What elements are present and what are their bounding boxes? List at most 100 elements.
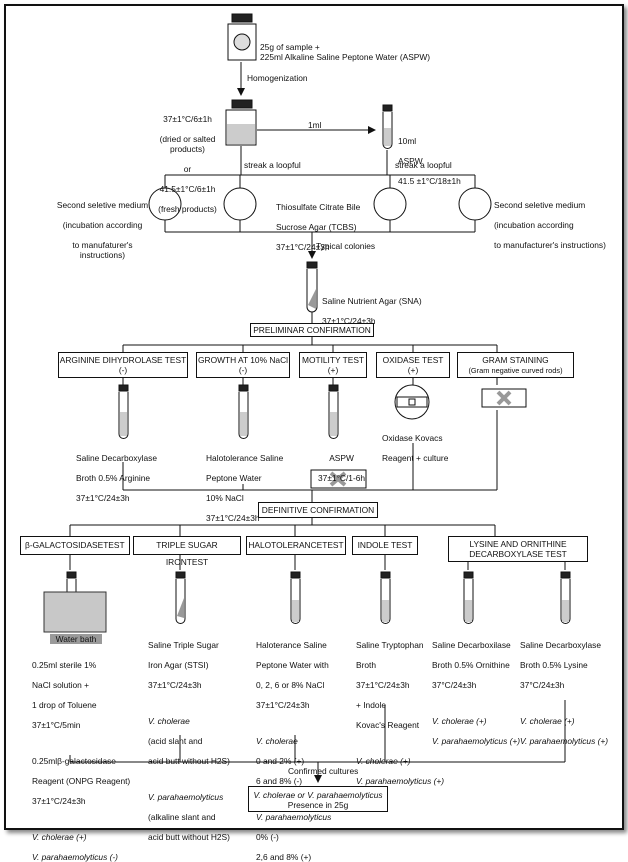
arg-l2: Broth 0.5% Arginine — [76, 473, 151, 483]
ind-l1: Saline Tryptophan — [356, 640, 424, 650]
prelim-motility-sign: (+) — [327, 365, 339, 375]
motility-media-text: ASPW 37±1°C/1-6h — [318, 443, 365, 483]
tsi-para: V. parahaemolyticus — [148, 792, 224, 802]
ht-l2: Peptone Water with — [256, 660, 329, 670]
gal-l1: 0.25ml sterile 1% — [32, 660, 97, 670]
halo-tube-icon — [238, 384, 249, 439]
arginine-tube-icon — [118, 384, 129, 439]
def-test-halo: HALOTOLERANCETEST — [246, 536, 346, 555]
enrichment-bottle-icon — [225, 99, 257, 146]
gal-l4: 37±1°C/5min — [32, 720, 81, 730]
e2-l1: 10ml — [398, 136, 417, 146]
halo-l1: Halotolerance Saline — [206, 453, 284, 463]
tsi-c2: acid butt without H2S) — [148, 756, 230, 766]
halo-l2: Peptone Water — [206, 473, 262, 483]
lysine-text: Saline Decarboxylase Broth 0.5% Lysine 3… — [520, 630, 608, 746]
water-bath-label: Water bath — [50, 634, 102, 644]
def-test-galacto: β-GALACTOSIDASETEST — [20, 536, 130, 555]
e2-l3: 41.5 ±1°C/18±1h — [398, 176, 461, 186]
figure-frame — [4, 4, 624, 830]
arg-l3: 37±1°C/24±3h — [76, 493, 130, 503]
e1-l4: 41.5±1°C/6±1h — [159, 184, 216, 194]
ox-l2: Reagent + culture — [382, 453, 449, 463]
halo-l3: 10% NaCl — [206, 493, 244, 503]
plate-second-right-icon — [458, 187, 492, 221]
flowchart-lines — [43, 13, 571, 783]
ht-p2: 2,6 and 8% (+) — [256, 852, 312, 862]
prelim-test-growth: GROWTH AT 10% NaCl(-) — [196, 352, 290, 378]
tcbs-text: Thiosulfate Citrate Bile Sucrose Agar (T… — [276, 192, 360, 252]
ind-l4: + Indole — [356, 700, 387, 710]
def-test-lysine-ornithine: LYSINE AND ORNITHINE DECARBOXYLASE TEST — [448, 536, 588, 562]
ind-l2: Broth — [356, 660, 377, 670]
gal-para: V. parahaemolyticus (-) — [32, 852, 118, 862]
gram-slide-icon — [481, 388, 527, 408]
sna-l1: Saline Nutrient Agar (SNA) — [322, 296, 422, 306]
orn-l3: 37°C/24±3h — [432, 680, 477, 690]
motility-tube-icon — [328, 384, 339, 439]
gal-l3: 1 drop of Toluene — [32, 700, 97, 710]
orn-cholerae: V. cholerae (+) — [432, 716, 487, 726]
gal-l5: 0.25mlβ-galactosidase — [32, 756, 116, 766]
lys-para: V. parahaemolyticus (+) — [520, 736, 609, 746]
mot-l2: 37±1°C/1-6h — [318, 473, 366, 483]
tsi-cholerae: V. cholerae — [148, 716, 190, 726]
sample-line1: 25g of sample + — [260, 42, 320, 52]
e1-l3: or — [183, 164, 192, 174]
tsi-c1: (acid slant and — [148, 736, 203, 746]
definitive-confirmation-box: DEFINITIVE CONFIRMATION — [258, 502, 378, 518]
tsi-text: Saline Triple Sugar Iron Agar (STSI) 37±… — [148, 630, 230, 842]
preliminar-confirmation-box: PRELIMINAR CONFIRMATION — [250, 323, 374, 337]
second-medium-right-text: Second seletive medium (incubation accor… — [494, 190, 606, 250]
enrichment2-text: 10ml ASPW 41.5 ±1°C/18±1h — [398, 126, 461, 186]
oxidase-media-text: Oxidase Kovacs Reagent + culture — [382, 423, 448, 463]
prelim-gram-label: GRAM STAINING — [482, 355, 549, 365]
transfer-label: 1ml — [308, 120, 322, 130]
sample-line2: 225ml Alkaline Saline Peptone Water (ASP… — [260, 52, 431, 62]
orn-l1: Saline Decarboxilase — [432, 640, 511, 650]
lysine-tube-icon — [560, 571, 571, 624]
prelim-test-arginine: ARGININE DIHYDROLASE TEST(-) — [58, 352, 188, 378]
halotest-text: Haloterance Saline Peptone Water with 0,… — [256, 630, 331, 862]
tcbs-l1: Thiosulfate Citrate Bile — [276, 202, 361, 212]
prelim-motility-label: MOTILITY TEST — [301, 355, 365, 365]
e1-l1: 37±1°C/6±1h — [163, 114, 212, 124]
smr-l2: (incubation according — [494, 220, 574, 230]
sml-l3: to manufaturer's instructions) — [72, 240, 133, 260]
sml-l1: Second seletive medium — [56, 200, 149, 210]
result-line1: V. cholerae or V. parahaemolyticus — [253, 790, 383, 800]
gal-l7: 37±1°C/24±3h — [32, 796, 86, 806]
ornithine-text: Saline Decarboxilase Broth 0.5% Ornithin… — [432, 630, 520, 746]
tsi-l1: Saline Triple Sugar — [148, 640, 219, 650]
prelim-growth-label: GROWTH AT 10% NaCl — [198, 355, 288, 365]
def-test-tsi: TRIPLE SUGAR IRONTEST — [133, 536, 241, 567]
ornithine-tube-icon — [463, 571, 474, 624]
indole-tube-icon — [380, 571, 391, 624]
streak-right-label: streak a loopful — [395, 160, 452, 170]
sample-text: 25g of sample +225ml Alkaline Saline Pep… — [260, 42, 430, 62]
tsi-tube-icon — [175, 571, 186, 624]
prelim-test-motility: MOTILITY TEST(+) — [299, 352, 367, 378]
lys-cholerae: V. cholerae (+) — [520, 716, 575, 726]
result-line2: Presence in 25g — [287, 800, 349, 810]
prelim-gram-sign: (Gram negative curved rods) — [468, 366, 563, 375]
halo-l4: 37±1°C/24±3h — [206, 513, 260, 523]
galacto-text: 0.25ml sterile 1% NaCl solution + 1 drop… — [32, 650, 130, 862]
water-bath-icon — [43, 591, 107, 633]
plate-tcbs-right-icon — [373, 187, 407, 221]
sna-tube-icon — [306, 261, 318, 313]
ht-l4: 37±1°C/24±3h — [256, 700, 310, 710]
tcbs-l2: Sucrose Agar (TCBS) — [276, 222, 357, 232]
smr-l1: Second seletive medium — [494, 200, 586, 210]
ht-l3: 0, 2, 6 or 8% NaCl — [256, 680, 325, 690]
tsi-p2: acid butt without H2S) — [148, 832, 230, 842]
sna-text: Saline Nutrient Agar (SNA) 37±1°C/24±3h — [322, 286, 422, 326]
prelim-arginine-sign: (-) — [118, 365, 128, 375]
halotest-tube-icon — [290, 571, 301, 624]
ht-c1: 0 and 2% (+) — [256, 756, 305, 766]
sample-bottle-icon — [227, 13, 257, 61]
ind-l5: Kovac's Reagent — [356, 720, 420, 730]
halo-media-text: Halotolerance Saline Peptone Water 10% N… — [206, 443, 283, 523]
aspw-tube-icon — [382, 104, 393, 149]
gal-l6: Reagent (ONPG Reagent) — [32, 776, 131, 786]
